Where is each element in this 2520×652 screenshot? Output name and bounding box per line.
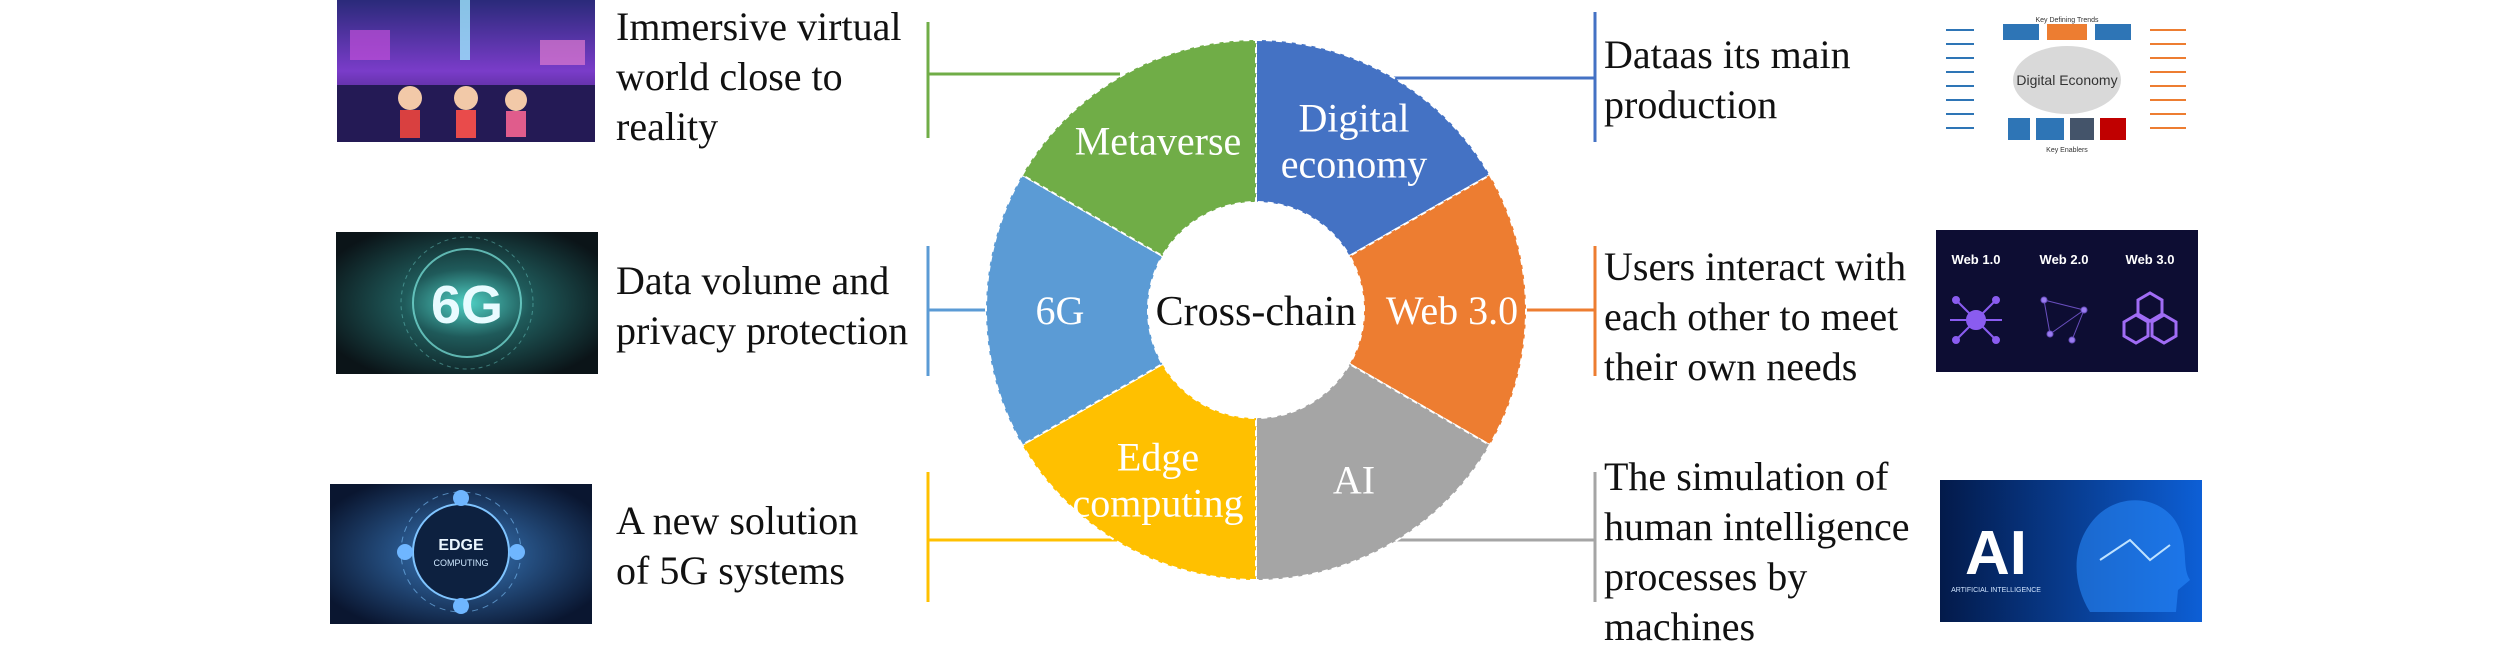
edge-thumbnail: EDGE COMPUTING [330, 484, 592, 624]
digital-economy-thumbnail-bottom: Key Enablers [2046, 147, 2088, 154]
ring-label-6g: 6G [1036, 288, 1085, 333]
ai-description: The simulation of human intelligence pro… [1604, 454, 1910, 649]
center-label: Cross-chain [1156, 289, 1357, 335]
connector-ai [1392, 472, 1597, 602]
metaverse-description: Immersive virtual world close to reality [616, 4, 902, 149]
ring-segment-metaverse [1020, 38, 1257, 258]
ring-segment-ai [1255, 362, 1492, 582]
connector-web3 [1525, 246, 1597, 376]
ring-label-web3: Web 3.0 [1386, 288, 1518, 333]
edge-thumbnail-subtext: COMPUTING [434, 558, 489, 568]
ring-segment-digital-economy [1255, 38, 1492, 258]
6g-thumbnail: 6G [336, 232, 598, 374]
web3-thumbnail-label-1: Web 1.0 [1952, 252, 2001, 267]
web3-thumbnail-label-3: Web 3.0 [2126, 252, 2175, 267]
web3-thumbnail: Web 1.0 Web 2.0 Web 3.0 [1936, 230, 2198, 372]
edge-description: A new solution of 5G systems [616, 498, 859, 593]
web3-thumbnail-label-2: Web 2.0 [2040, 252, 2089, 267]
ai-thumbnail-subtext: ARTIFICIAL INTELLIGENCE [1951, 587, 2041, 594]
digital-economy-thumbnail: Key Defining Trends Digital Economy Key … [1936, 14, 2198, 156]
ring-segment-edge-computing [1020, 362, 1257, 582]
connector-edge [926, 472, 1128, 602]
donut-hole [1148, 202, 1364, 418]
digital-economy-description: Dataas its main production [1604, 32, 1851, 127]
ai-thumbnail-text: AI [1965, 519, 2027, 588]
ring-label-metaverse: Metaverse [1075, 118, 1242, 163]
ring-label-ai: AI [1333, 458, 1375, 503]
digital-economy-thumbnail-top: Key Defining Trends [2035, 17, 2099, 24]
connector-metaverse [926, 22, 1120, 138]
metaverse-thumbnail [337, 0, 595, 142]
ai-thumbnail: AI ARTIFICIAL INTELLIGENCE [1940, 480, 2202, 622]
ring-segment-web3 [1348, 173, 1527, 447]
6g-description: Data volume and privacy protection [616, 258, 909, 353]
6g-thumbnail-text: 6G [431, 275, 503, 335]
ring-segment-6g [985, 173, 1164, 447]
digital-economy-thumbnail-center: Digital Economy [2016, 72, 2117, 88]
connector-digital-economy [1388, 12, 1597, 142]
edge-thumbnail-text: EDGE [438, 537, 484, 554]
web3-description: Users interact with each other to meet t… [1604, 244, 1907, 389]
